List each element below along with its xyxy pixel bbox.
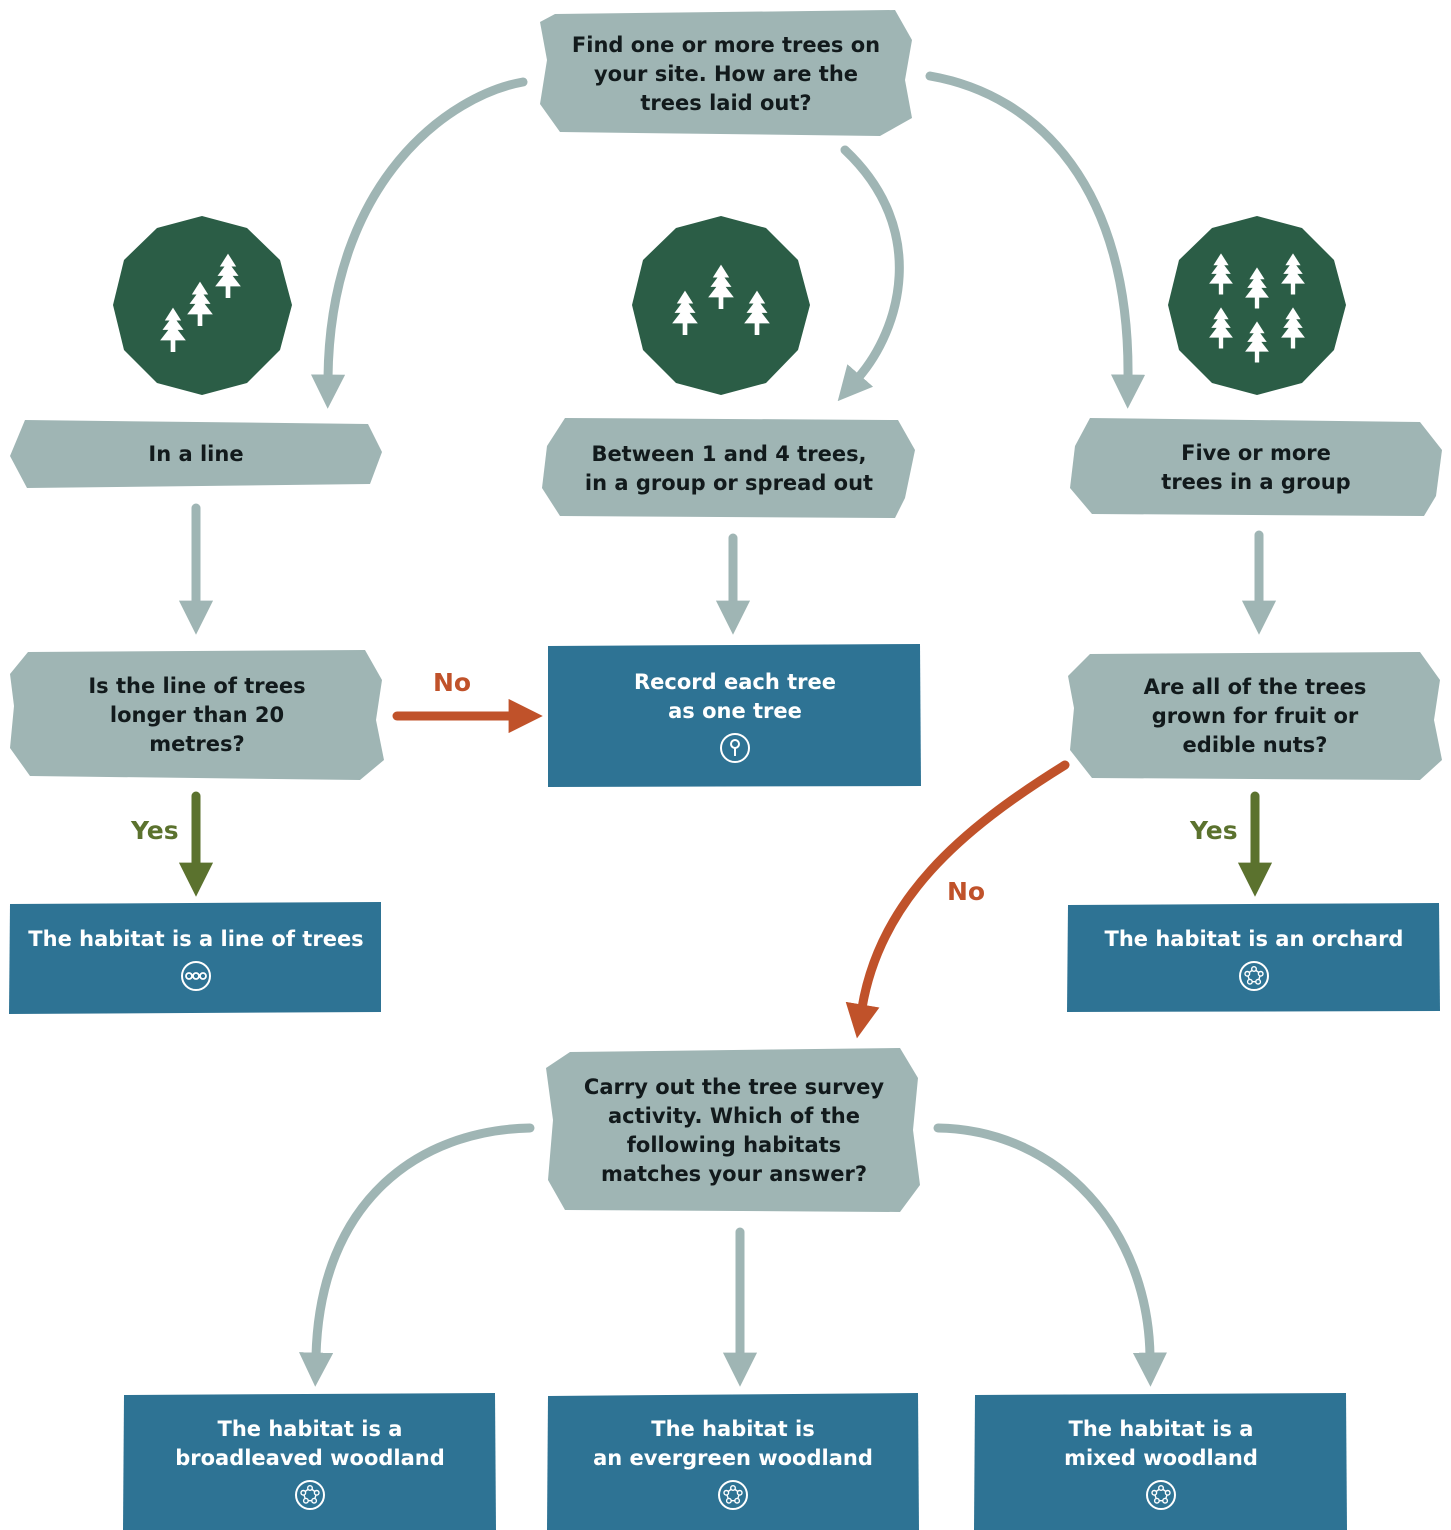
single-tree-icon	[720, 733, 750, 763]
result-broadleaved-woodland-text: The habitat is a broadleaved woodland	[175, 1417, 445, 1470]
option-small-group-text: Between 1 and 4 trees, in a group or spr…	[584, 442, 874, 495]
question-line-length: Is the line of trees longer than 20 metr…	[14, 656, 380, 774]
result-mixed-woodland: The habitat is a mixed woodland	[977, 1398, 1345, 1528]
result-line-of-trees-text: The habitat is a line of trees	[28, 926, 364, 951]
edge-label-no-fruit: No	[947, 877, 986, 906]
result-orchard: The habitat is an orchard	[1070, 906, 1438, 1010]
result-record-tree-box	[548, 644, 921, 787]
option-line-box	[10, 420, 382, 488]
result-record-each-tree: Record each tree as one tree	[550, 648, 920, 784]
question-tree-survey-text: Carry out the tree survey activity. Whic…	[583, 1075, 885, 1186]
three-trees-icon	[632, 216, 810, 395]
result-line-of-trees-box	[9, 902, 381, 1014]
arrow-start-to-large-group	[925, 71, 1146, 409]
trees-in-line-icon	[113, 216, 292, 395]
result-mixed-box	[974, 1393, 1347, 1530]
option-large-group-box	[1070, 418, 1442, 516]
edge-label-no-line-length: No	[433, 668, 472, 697]
question-fruit-box	[1068, 652, 1442, 780]
woodland-icon	[1238, 960, 1269, 991]
arrow-survey-to-broadleaved	[298, 1123, 535, 1387]
question-fruit-nuts: Are all of the trees grown for fruit or …	[1072, 658, 1438, 774]
result-evergreen-woodland-text: The habitat is an evergreen woodland	[593, 1417, 873, 1470]
line-of-trees-icon	[180, 960, 211, 991]
result-orchard-text: The habitat is an orchard	[1104, 926, 1404, 951]
result-mixed-woodland-text: The habitat is a mixed woodland	[1064, 1417, 1258, 1470]
result-broadleaved-box	[123, 1393, 496, 1530]
result-record-each-tree-text: Record each tree as one tree	[634, 670, 836, 723]
result-line-of-trees: The habitat is a line of trees	[12, 906, 380, 1010]
woodland-icon	[718, 1480, 748, 1510]
woodland-icon	[1145, 1480, 1176, 1510]
arrow-survey-to-mixed	[933, 1123, 1168, 1387]
arrow-start-to-small-group	[837, 145, 904, 402]
option-large-group: Five or more trees in a group	[1074, 424, 1438, 512]
result-evergreen-box	[547, 1393, 919, 1530]
start-box	[540, 10, 912, 136]
option-in-a-line: In a line	[14, 426, 378, 482]
option-small-group-box	[542, 418, 915, 518]
option-small-group: Between 1 and 4 trees, in a group or spr…	[546, 424, 912, 514]
many-trees-icon	[1168, 216, 1346, 395]
question-fruit-nuts-text: Are all of the trees grown for fruit or …	[1143, 674, 1367, 757]
result-broadleaved-woodland: The habitat is a broadleaved woodland	[126, 1398, 494, 1528]
start-question-text: Find one or more trees on your site. How…	[571, 32, 881, 115]
question-length-box	[10, 650, 384, 780]
edge-label-yes-line-length: Yes	[131, 816, 179, 845]
option-in-a-line-text: In a line	[148, 441, 244, 466]
arrow-fruit-no	[845, 760, 1070, 1039]
question-tree-survey: Carry out the tree survey activity. Whic…	[552, 1056, 916, 1206]
edge-label-yes-fruit: Yes	[1190, 816, 1238, 845]
option-large-group-text: Five or more trees in a group	[1161, 441, 1351, 494]
arrow-start-to-line	[310, 77, 528, 409]
question-line-length-text: Is the line of trees longer than 20 metr…	[88, 673, 306, 756]
result-orchard-box	[1067, 903, 1440, 1012]
woodland-icon	[294, 1480, 325, 1510]
result-evergreen-woodland: The habitat is an evergreen woodland	[550, 1398, 916, 1528]
question-survey-box	[546, 1048, 920, 1212]
start-question: Find one or more trees on your site. How…	[545, 18, 907, 130]
